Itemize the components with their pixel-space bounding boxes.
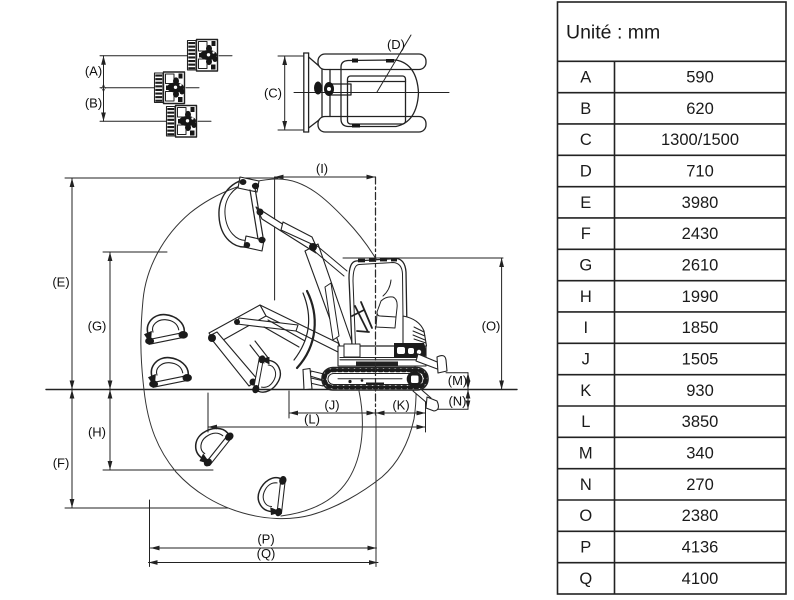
svg-text:710: 710 bbox=[686, 163, 714, 181]
svg-text:1505: 1505 bbox=[682, 351, 719, 369]
svg-text:A: A bbox=[580, 69, 591, 87]
svg-text:N: N bbox=[580, 476, 592, 494]
svg-text:340: 340 bbox=[686, 445, 714, 463]
svg-text:590: 590 bbox=[686, 69, 714, 87]
svg-text:2430: 2430 bbox=[682, 225, 719, 243]
svg-text:G: G bbox=[579, 257, 592, 275]
svg-text:270: 270 bbox=[686, 476, 714, 494]
svg-text:1850: 1850 bbox=[682, 319, 719, 337]
svg-text:C: C bbox=[580, 131, 592, 149]
svg-text:4136: 4136 bbox=[682, 539, 719, 557]
svg-text:Unité : mm: Unité : mm bbox=[566, 22, 660, 44]
svg-text:(Q): (Q) bbox=[257, 546, 276, 561]
svg-text:(G): (G) bbox=[88, 319, 107, 334]
svg-text:(L): (L) bbox=[304, 412, 320, 427]
svg-text:2610: 2610 bbox=[682, 257, 719, 275]
svg-text:M: M bbox=[579, 445, 593, 463]
svg-text:H: H bbox=[580, 288, 592, 306]
svg-text:(A): (A) bbox=[85, 64, 102, 79]
svg-text:Q: Q bbox=[579, 570, 592, 588]
svg-text:1300/1500: 1300/1500 bbox=[661, 131, 739, 149]
svg-text:K: K bbox=[580, 382, 591, 400]
svg-text:O: O bbox=[579, 507, 592, 525]
svg-text:(K): (K) bbox=[392, 398, 409, 413]
svg-text:(M): (M) bbox=[448, 373, 468, 388]
svg-text:(O): (O) bbox=[482, 319, 501, 334]
svg-text:B: B bbox=[580, 100, 591, 118]
svg-text:(J): (J) bbox=[324, 398, 339, 413]
svg-text:1990: 1990 bbox=[682, 288, 719, 306]
svg-text:3850: 3850 bbox=[682, 413, 719, 431]
svg-text:E: E bbox=[580, 194, 591, 212]
svg-text:(N): (N) bbox=[448, 394, 466, 409]
svg-text:P: P bbox=[580, 539, 591, 557]
svg-text:D: D bbox=[580, 163, 592, 181]
svg-text:930: 930 bbox=[686, 382, 714, 400]
svg-text:F: F bbox=[581, 225, 591, 243]
svg-text:2380: 2380 bbox=[682, 507, 719, 525]
svg-text:620: 620 bbox=[686, 100, 714, 118]
svg-text:L: L bbox=[581, 413, 590, 431]
svg-text:I: I bbox=[584, 319, 589, 337]
svg-text:(I): (I) bbox=[316, 161, 328, 176]
svg-text:(E): (E) bbox=[52, 275, 69, 290]
svg-text:4100: 4100 bbox=[682, 570, 719, 588]
svg-text:(B): (B) bbox=[85, 96, 102, 111]
svg-text:(H): (H) bbox=[88, 425, 106, 440]
svg-text:3980: 3980 bbox=[682, 194, 719, 212]
svg-text:(C): (C) bbox=[264, 86, 282, 101]
svg-text:J: J bbox=[582, 351, 590, 369]
svg-text:(D): (D) bbox=[387, 37, 405, 52]
svg-text:(P): (P) bbox=[257, 532, 274, 547]
svg-text:(F): (F) bbox=[53, 456, 70, 471]
